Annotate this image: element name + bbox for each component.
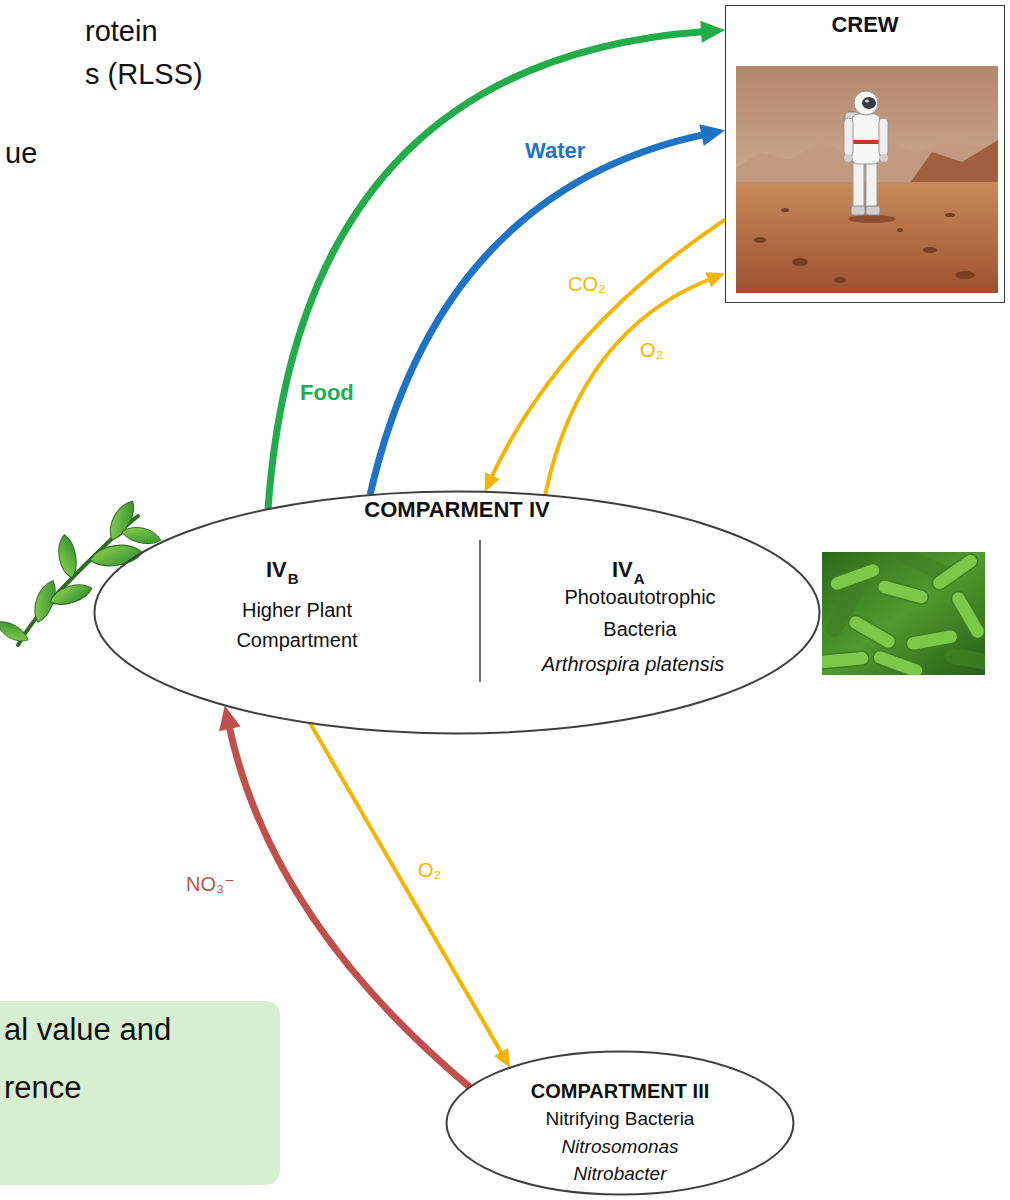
arrow-head bbox=[494, 1048, 510, 1068]
species-name: Nitrosomonas bbox=[561, 1136, 678, 1159]
arrow-line bbox=[491, 220, 725, 479]
arrow-head bbox=[705, 272, 725, 287]
arrow-head bbox=[699, 124, 725, 146]
flow-arrow bbox=[310, 723, 510, 1068]
node-text: Photoautotrophic Bacteria bbox=[540, 581, 740, 645]
panel-text: al value and rence bbox=[4, 1001, 234, 1117]
arrow-line bbox=[310, 723, 503, 1055]
mars-scene bbox=[736, 66, 998, 293]
sub-heading: IV bbox=[612, 557, 633, 583]
flow-arrow bbox=[370, 124, 725, 495]
flow-arrow bbox=[545, 272, 725, 495]
compartment-title: COMPARTMENT III bbox=[531, 1079, 710, 1103]
box-title: CREW bbox=[831, 12, 898, 38]
subscript: A bbox=[634, 570, 645, 588]
note-panel: al value and rence bbox=[0, 1001, 280, 1185]
node-text: Nitrifying Bacteria bbox=[546, 1108, 695, 1131]
compartment-ellipse: COMPARMENT IVIVBHigher Plant Compartment… bbox=[93, 490, 821, 735]
node-text: Higher Plant Compartment bbox=[212, 595, 382, 655]
compartment-ellipse: COMPARTMENT III Nitrifying BacteriaNitros… bbox=[445, 1050, 795, 1196]
arrow-line bbox=[545, 279, 712, 496]
slide-fragment: s (RLSS) bbox=[85, 57, 203, 92]
edge-label: O₂ bbox=[418, 858, 441, 882]
edge-label: CO₂ bbox=[568, 272, 606, 296]
edge-label: NO₃⁻ bbox=[186, 872, 235, 896]
plant-icon bbox=[0, 497, 162, 646]
astronaut bbox=[844, 91, 896, 223]
ellipse-outline bbox=[93, 490, 821, 735]
compartment-title: COMPARMENT IV bbox=[364, 497, 549, 523]
mars-rocks bbox=[754, 208, 975, 283]
slide-fragment: ue bbox=[5, 136, 37, 171]
bacteria-picture bbox=[822, 552, 985, 675]
mars-sky bbox=[736, 66, 998, 293]
flow-arrow bbox=[268, 21, 725, 510]
species-name: Nitrobacter bbox=[574, 1163, 667, 1186]
divider-line bbox=[479, 540, 481, 682]
sub-heading: IV bbox=[266, 557, 287, 583]
subscript: B bbox=[288, 570, 299, 588]
arrow-head bbox=[485, 472, 500, 492]
species-name: Arthrospira platensis bbox=[542, 652, 724, 676]
ellipse-border bbox=[95, 492, 820, 734]
arrow-line bbox=[370, 134, 706, 495]
crew-box: CREW bbox=[725, 5, 1005, 303]
ellipse-border bbox=[447, 1052, 794, 1195]
edge-label: O₂ bbox=[640, 338, 663, 362]
arrow-head bbox=[700, 21, 725, 43]
edge-label: Water bbox=[525, 138, 585, 164]
slide-fragment: rotein bbox=[85, 14, 158, 49]
edge-label: Food bbox=[300, 380, 354, 406]
arrow-line bbox=[268, 31, 706, 509]
